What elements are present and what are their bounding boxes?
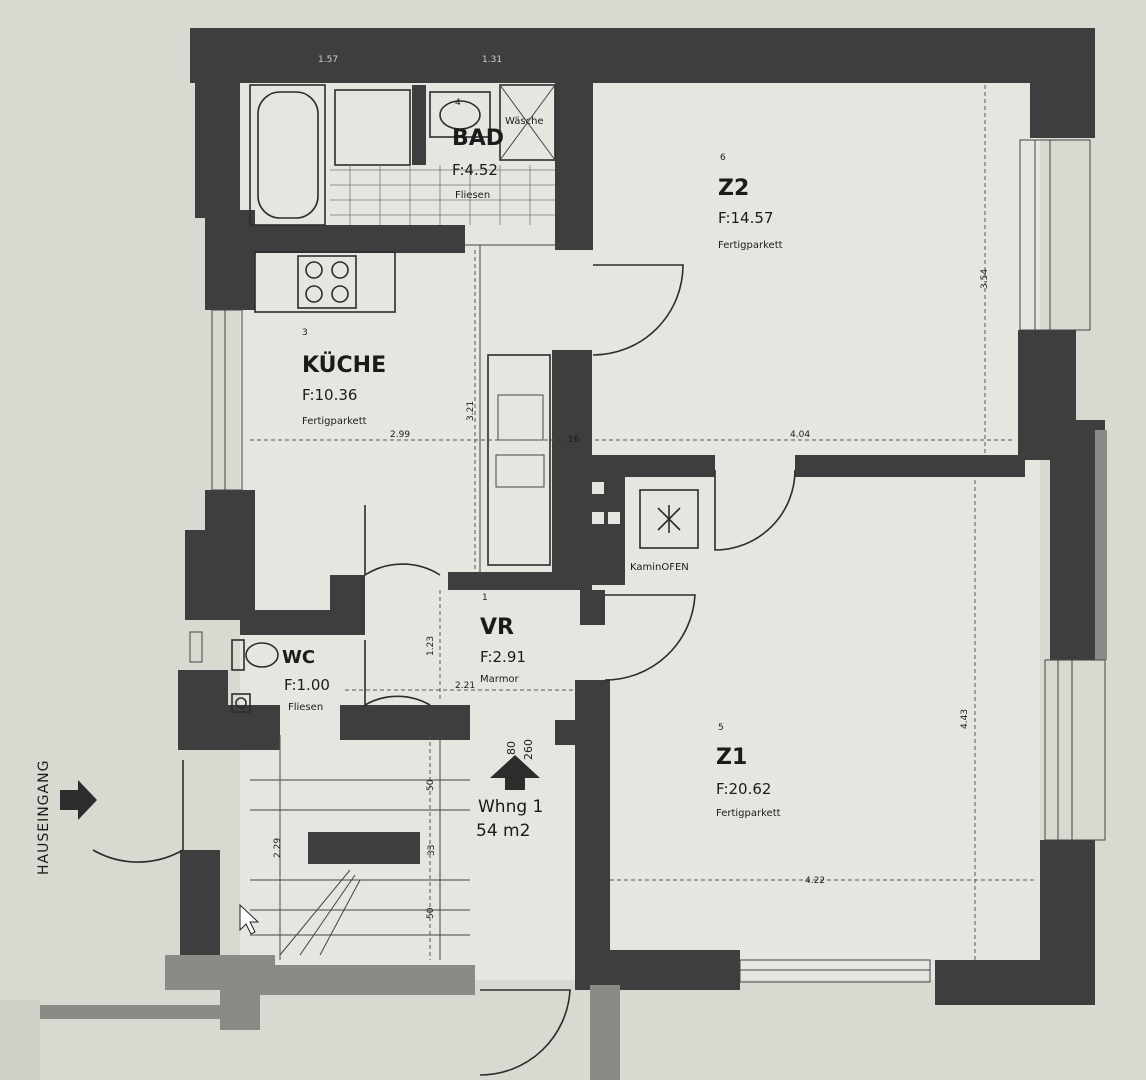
z1-name: Z1 [716, 745, 747, 770]
dim-kueche-width: 2.99 [390, 430, 410, 440]
windows [211, 139, 1106, 983]
dim-z2-width: 4.04 [790, 430, 810, 440]
wash-basin [429, 91, 491, 138]
wohnung-name: Whng 1 [478, 797, 543, 817]
kueche-number: 3 [302, 328, 308, 338]
bad-number: 4 [455, 98, 461, 108]
kaminofen-label: KaminOFEN [630, 562, 689, 573]
z1-floor: Fertigparkett [716, 808, 781, 819]
vr-area: F:2.91 [480, 648, 526, 666]
kueche-name: KÜCHE [302, 352, 386, 378]
dim-wall: .16 [565, 435, 580, 445]
wohnung-area: 54 m2 [476, 821, 530, 841]
toilet [189, 631, 279, 713]
entry-dim-bottom: 260 [522, 739, 535, 760]
doors [92, 264, 796, 1076]
staircase [250, 735, 470, 960]
z2-name: Z2 [718, 176, 749, 201]
stove [254, 251, 396, 313]
bad-name: BAD [452, 126, 504, 151]
interior-walls [200, 80, 1025, 1080]
dim-stair-a: 50 [426, 779, 436, 791]
z2-floor: Fertigparkett [718, 240, 783, 251]
dimension-lines [250, 85, 1035, 960]
z1-area: F:20.62 [716, 780, 771, 798]
dim-z1-width: 4.22 [805, 876, 825, 886]
hauseingang-label: HAUSEINGANG [36, 760, 52, 875]
exterior-walls [40, 28, 1107, 1030]
wc-floor: Fliesen [288, 702, 323, 713]
kueche-floor: Fertigparkett [302, 416, 367, 427]
dim-vr-width: 2.21 [455, 681, 475, 691]
bad-floor: Fliesen [455, 190, 490, 201]
kitchen-counter [487, 354, 551, 566]
wc-name: WC [282, 647, 315, 668]
waesche-label: Wäsche [505, 116, 544, 127]
vr-number: 1 [482, 593, 488, 603]
bad-area: F:4.52 [452, 161, 498, 179]
vr-floor: Marmor [480, 674, 520, 685]
z2-number: 6 [720, 153, 726, 163]
kueche-area: F:10.36 [302, 386, 357, 404]
entry-dim-top: 80 [505, 741, 518, 755]
wohnung-entry-arrow-icon [490, 755, 540, 790]
entrance-arrow-icon [60, 780, 97, 820]
dim-vr-height: 1.23 [426, 636, 436, 656]
dim-stair-height: 2.29 [273, 838, 283, 858]
dim-z1-height: 4.43 [960, 709, 970, 729]
dim-stair-b: 33 [427, 845, 437, 856]
mouse-cursor-icon [239, 903, 260, 935]
bath-tiles [330, 165, 555, 225]
z2-area: F:14.57 [718, 209, 773, 227]
dim-bad-w2: 1.31 [482, 55, 502, 65]
wc-area: F:1.00 [284, 676, 330, 694]
dim-z2-height: 3.54 [980, 269, 990, 289]
vr-name: VR [480, 615, 514, 640]
dim-stair-c: 50 [426, 907, 436, 919]
shower [334, 84, 556, 166]
bathtub [249, 84, 326, 226]
kaminofen-symbol [639, 489, 699, 549]
dim-bad-w1: 1.57 [318, 55, 338, 65]
dim-kueche-height: 3.21 [466, 401, 476, 421]
z1-number: 5 [718, 723, 724, 733]
